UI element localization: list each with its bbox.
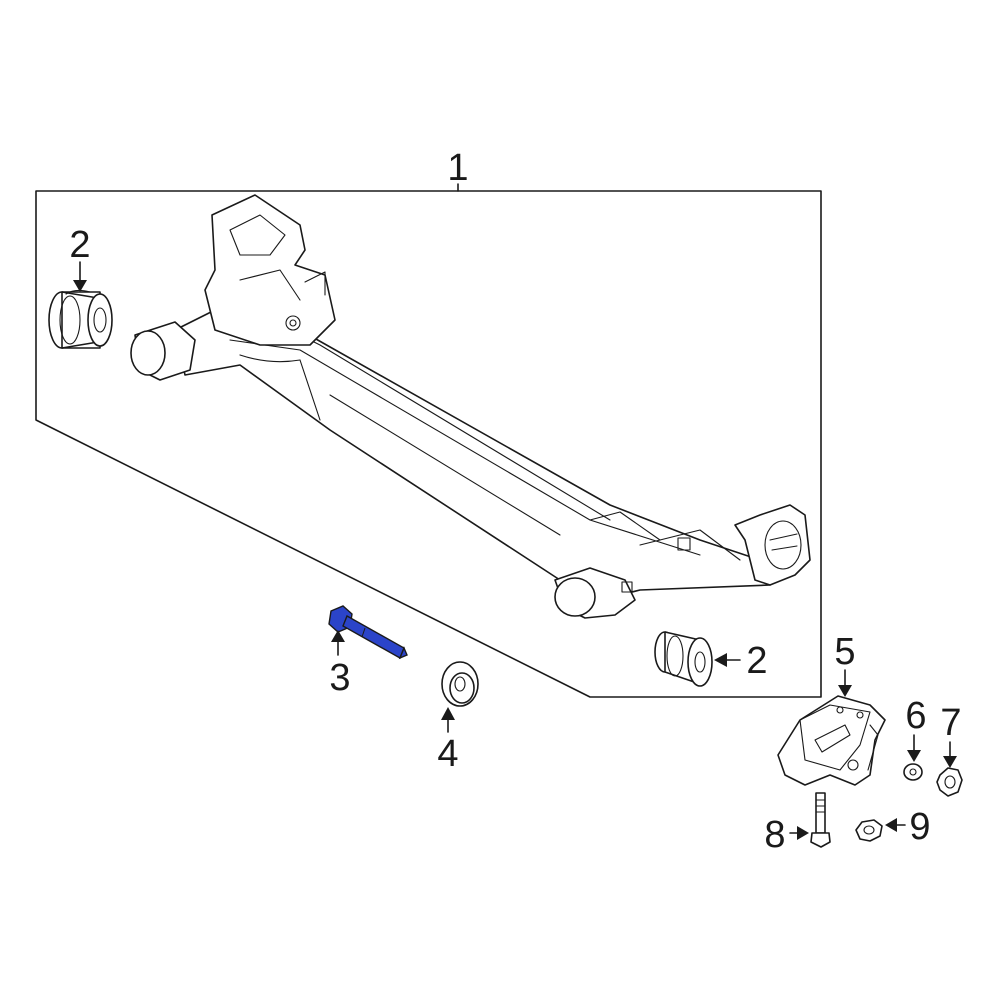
callout-4-arrowhead: [441, 707, 455, 720]
callout-9-arrowhead: [885, 818, 897, 832]
mounting-bracket[interactable]: [777, 695, 886, 786]
hex-nut[interactable]: [855, 819, 883, 842]
flange-nut[interactable]: [936, 767, 963, 797]
assembly-boundary: [35, 190, 822, 698]
bushing-right[interactable]: [654, 631, 713, 687]
callout-2a-arrowhead: [73, 280, 87, 292]
small-washer[interactable]: [903, 763, 923, 781]
callout-8-arrowhead: [797, 826, 809, 840]
washer-cap[interactable]: [441, 661, 479, 707]
bracket-bolt[interactable]: [810, 792, 831, 848]
callout-2a: 2: [69, 224, 90, 266]
callout-4: 4: [437, 733, 458, 775]
callout-5: 5: [834, 631, 855, 673]
callout-7-arrowhead: [943, 756, 957, 768]
callout-8: 8: [764, 814, 785, 856]
bushing-left[interactable]: [48, 289, 113, 349]
callout-7: 7: [940, 702, 961, 744]
callout-6-arrowhead: [907, 750, 921, 762]
rear-axle-beam[interactable]: [130, 194, 811, 619]
callout-3-arrowhead: [331, 630, 345, 642]
callout-5-arrowhead: [838, 685, 852, 697]
callout-1: 1: [447, 147, 468, 189]
callout-9: 9: [909, 806, 930, 848]
callout-3: 3: [329, 657, 350, 699]
callout-6: 6: [905, 695, 926, 737]
pivot-bolt[interactable]: [328, 605, 408, 660]
callout-2b-arrowhead: [714, 653, 727, 667]
callout-2b: 2: [746, 640, 767, 682]
